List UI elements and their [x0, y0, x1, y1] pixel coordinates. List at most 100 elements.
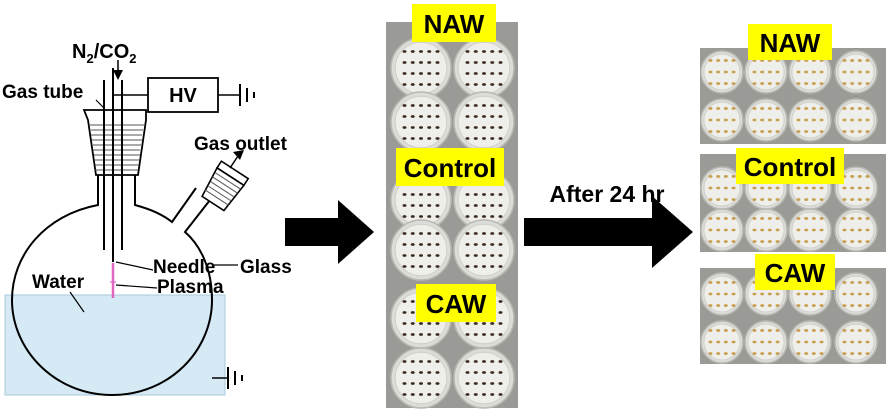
seed	[490, 322, 495, 325]
seed	[857, 352, 862, 355]
seed	[752, 82, 757, 85]
seed	[427, 393, 432, 396]
seed	[775, 352, 780, 355]
seed	[482, 61, 486, 64]
seed	[731, 281, 736, 284]
seed	[811, 240, 816, 243]
seed	[775, 70, 780, 74]
seed	[811, 107, 816, 110]
tag-control-before-label: Control	[404, 153, 496, 183]
seed	[716, 59, 721, 62]
seed	[796, 240, 801, 243]
seed	[419, 393, 423, 396]
seed	[410, 72, 415, 75]
seed	[435, 322, 440, 325]
seed	[465, 360, 470, 363]
seed	[731, 352, 736, 355]
seed	[490, 104, 495, 107]
seed	[708, 107, 713, 110]
seed	[482, 333, 486, 336]
seed	[865, 118, 870, 122]
seed	[716, 186, 721, 190]
seed	[402, 232, 407, 235]
seed	[731, 118, 736, 122]
arrow-right-icon	[285, 200, 374, 264]
seed	[850, 281, 855, 284]
seed	[498, 254, 503, 257]
gas-inlet-arrow-icon	[113, 70, 123, 80]
petri-dish	[834, 50, 878, 94]
seed	[752, 292, 757, 296]
seed	[498, 215, 503, 218]
seed	[731, 198, 736, 201]
seed	[716, 240, 721, 243]
seed	[819, 340, 824, 344]
seed	[804, 240, 809, 243]
seed	[752, 198, 757, 201]
seed	[498, 265, 503, 268]
seed	[767, 82, 772, 85]
seed	[498, 104, 503, 107]
seed	[498, 333, 503, 336]
seed	[723, 304, 728, 307]
seed	[796, 292, 801, 296]
seed	[410, 204, 415, 207]
seed	[498, 382, 503, 385]
seed	[767, 352, 772, 355]
seed	[865, 198, 870, 201]
seed	[796, 107, 801, 110]
seed	[842, 107, 847, 110]
seed	[708, 59, 713, 62]
seed	[850, 107, 855, 110]
seed	[402, 104, 407, 107]
seed	[435, 115, 440, 118]
seed	[723, 70, 728, 74]
seed	[482, 104, 486, 107]
seed	[716, 228, 721, 232]
seed	[811, 352, 816, 355]
seed	[723, 329, 728, 332]
seed	[716, 130, 721, 133]
seed	[767, 130, 772, 133]
seed	[850, 186, 855, 190]
gas-outlet-arrow-icon	[233, 150, 244, 160]
seed	[716, 70, 721, 74]
seed	[775, 292, 780, 296]
petri-dish	[834, 166, 878, 210]
seed	[490, 243, 495, 246]
seed	[767, 228, 772, 232]
seed	[402, 382, 407, 385]
seed	[435, 265, 440, 268]
seed	[865, 228, 870, 232]
seed	[850, 70, 855, 74]
tag-caw-before-label: CAW	[426, 289, 487, 319]
petri-dish	[744, 208, 788, 252]
seed	[723, 118, 728, 122]
seed	[723, 281, 728, 284]
seed	[419, 61, 423, 64]
petri-dish	[788, 208, 832, 252]
seed	[410, 300, 415, 303]
seed	[498, 193, 503, 196]
seed	[402, 265, 407, 268]
seed	[723, 352, 728, 355]
seed	[850, 329, 855, 332]
seed	[498, 137, 503, 140]
seed	[775, 329, 780, 332]
seed	[842, 281, 847, 284]
seed	[435, 193, 440, 196]
seed	[410, 265, 415, 268]
seed	[857, 59, 862, 62]
petri-dish	[453, 91, 515, 153]
seed	[857, 107, 862, 110]
seed	[811, 130, 816, 133]
seed	[731, 329, 736, 332]
seed	[482, 83, 486, 86]
seed	[811, 340, 816, 344]
seed	[775, 107, 780, 110]
seed	[804, 340, 809, 344]
petri-dish	[390, 91, 452, 153]
seed	[427, 360, 432, 363]
seed	[410, 50, 415, 53]
seed	[435, 72, 440, 75]
